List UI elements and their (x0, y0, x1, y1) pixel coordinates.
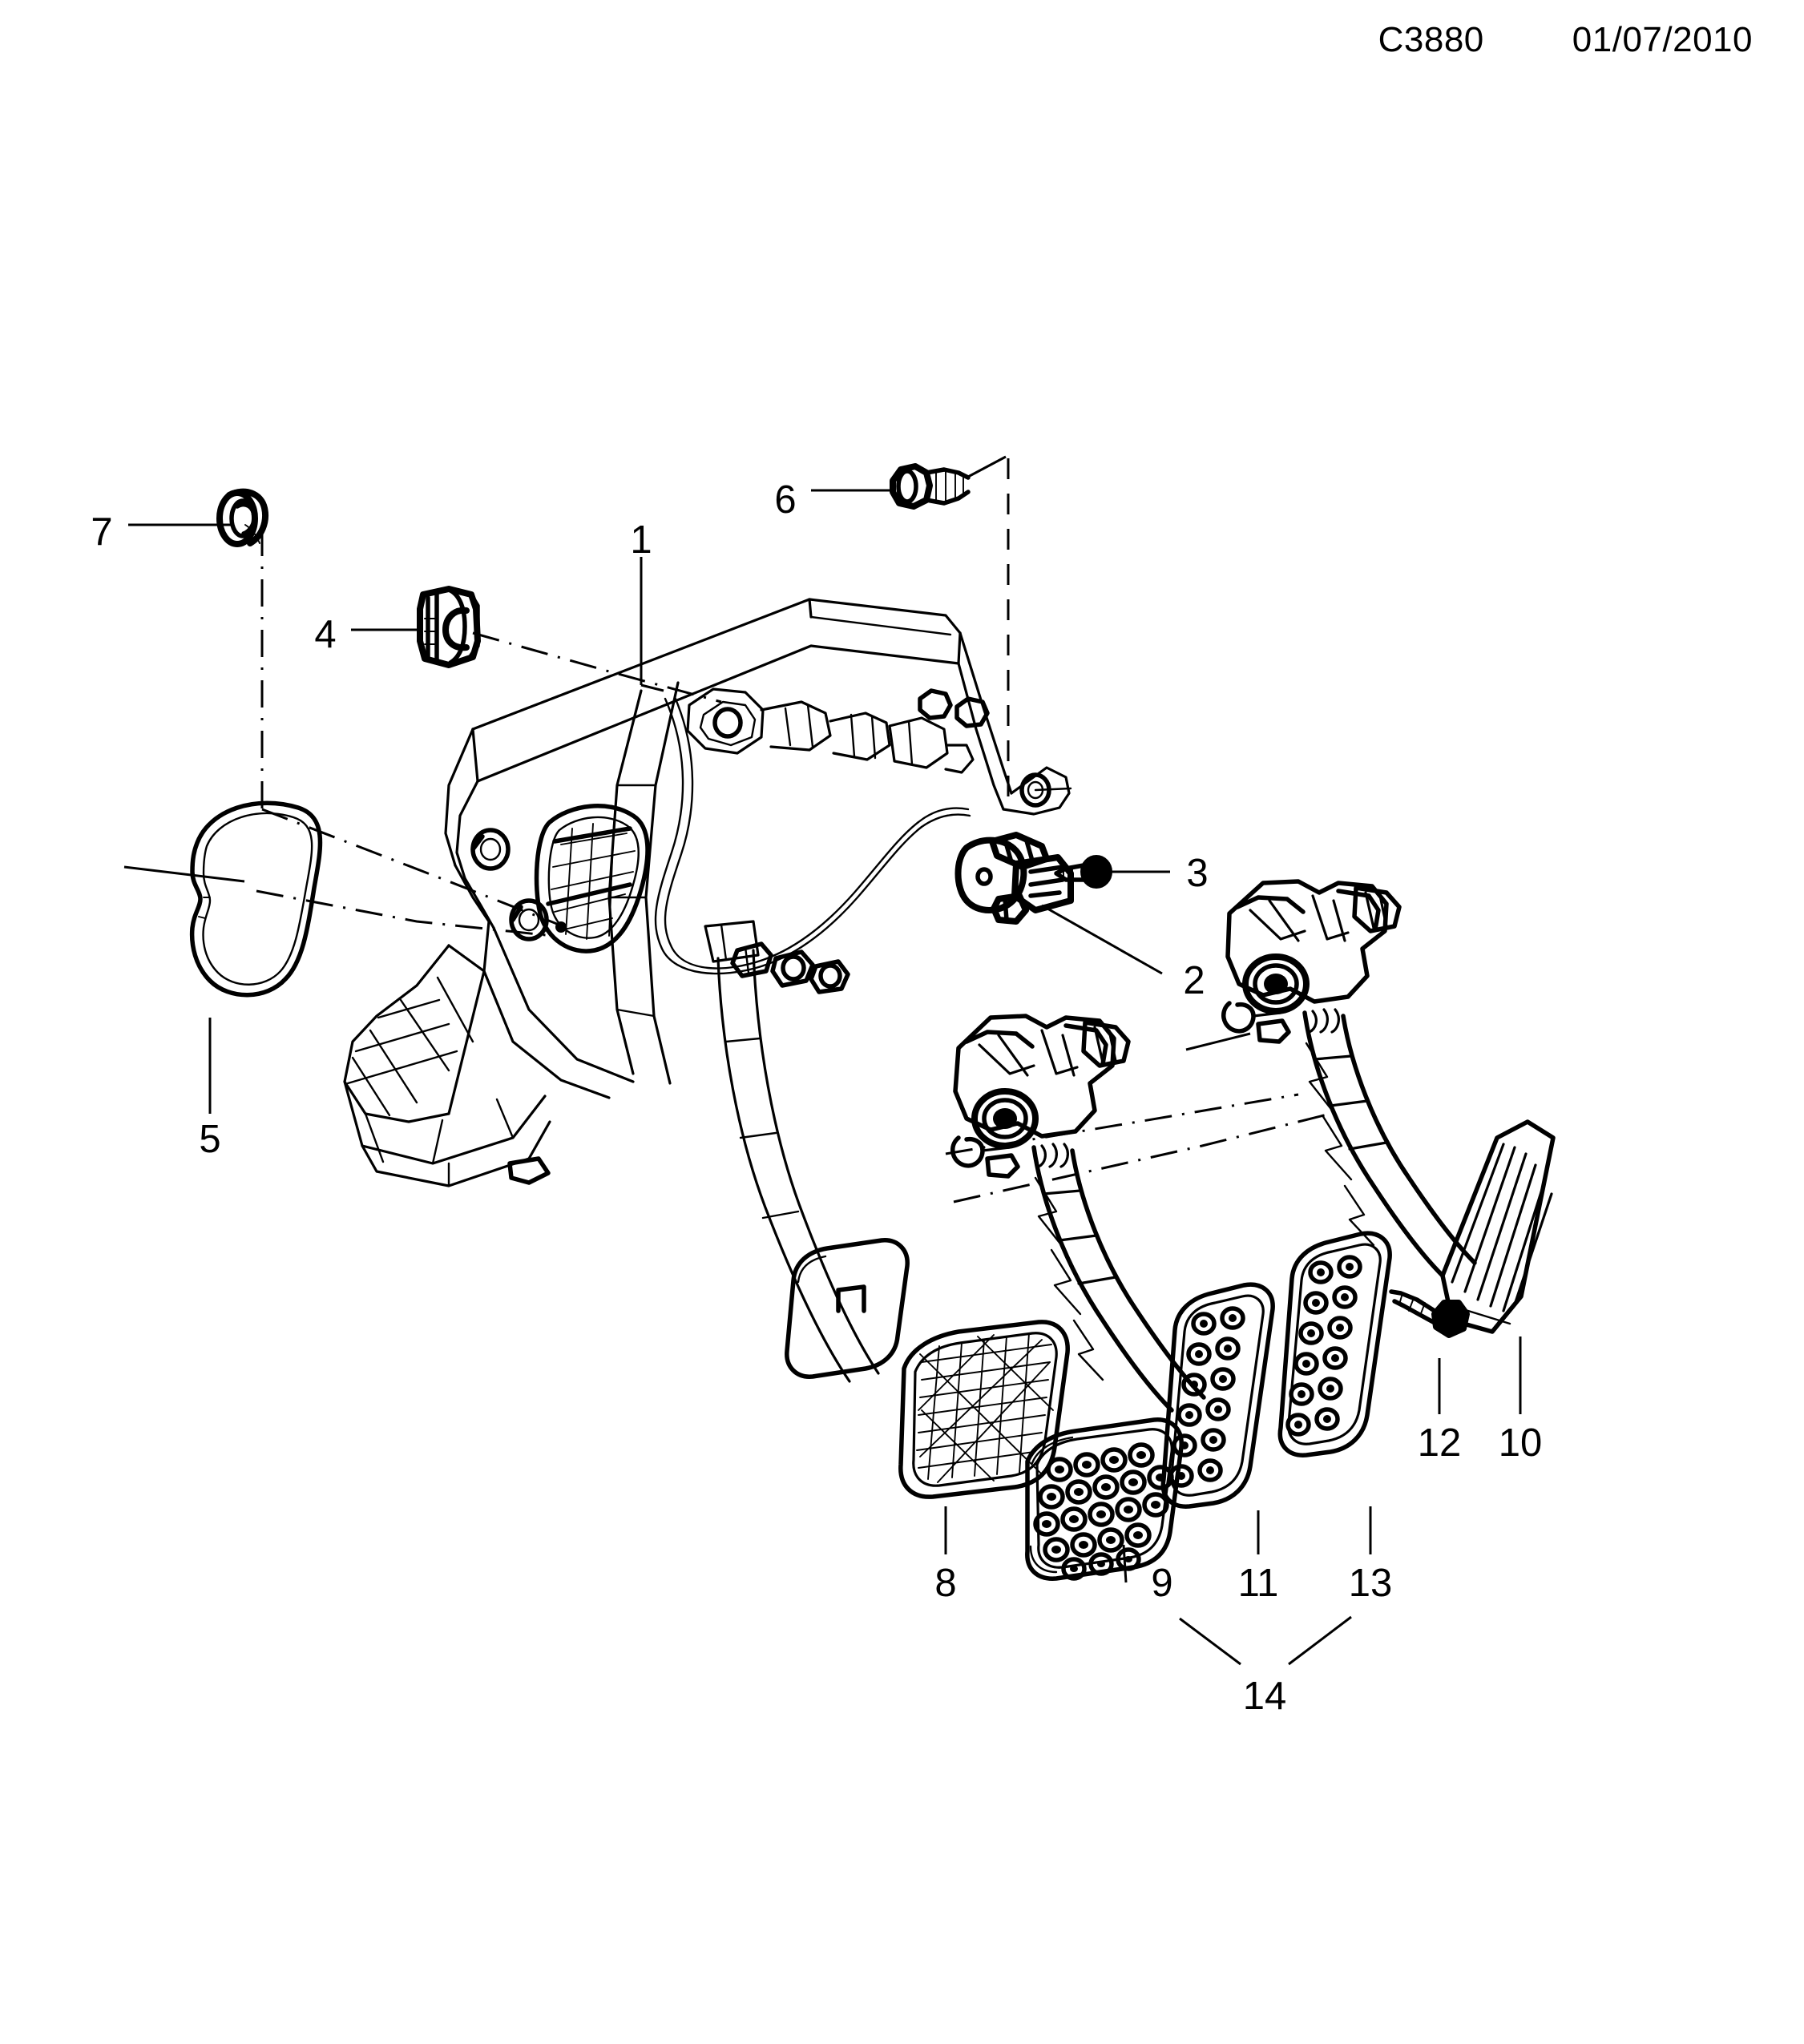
callout-3: 3 (1186, 852, 1208, 895)
callout-7: 7 (91, 510, 112, 554)
part-13-footrest-pad-outer (1277, 1231, 1392, 1457)
callout-12: 12 (1418, 1421, 1462, 1465)
callout-numbers: 7 4 1 6 3 2 5 8 9 11 13 12 10 14 (91, 478, 1542, 1718)
pad-dimples-9 (1033, 1442, 1174, 1581)
part-1-pedal-support-bracket (343, 598, 1072, 1383)
callout-2: 2 (1183, 959, 1205, 1002)
callout-5: 5 (199, 1118, 220, 1161)
part-9-clutch-pedal-pad (1025, 1417, 1184, 1581)
part-accelerator-pedal-module (1221, 879, 1477, 1278)
callout-13: 13 (1349, 1562, 1393, 1605)
callout-11: 11 (1238, 1562, 1279, 1605)
part-11-footrest-pad-inner (1160, 1282, 1275, 1509)
part-pedal-module-middle (950, 1014, 1206, 1413)
part-12-pedal-module-screw (1389, 1289, 1470, 1338)
callout-8: 8 (934, 1562, 956, 1605)
callout-14: 14 (1243, 1675, 1287, 1718)
callout-10: 10 (1499, 1421, 1543, 1465)
part-brake-arm-pad (785, 1238, 910, 1379)
callout-6: 6 (774, 478, 796, 522)
part-2-brake-light-switch (954, 832, 1074, 925)
callout-4: 4 (314, 613, 336, 656)
part-5-bulkhead-seal-gasket (189, 800, 323, 998)
callout-9: 9 (1151, 1562, 1172, 1605)
part-7-pivot-grommet (216, 488, 268, 547)
part-6-flanged-hex-bolt (890, 463, 971, 510)
callout-1: 1 (630, 518, 652, 562)
part-4-pivot-bush-clip (417, 586, 481, 668)
part-8-brake-pedal-pad (898, 1320, 1070, 1499)
